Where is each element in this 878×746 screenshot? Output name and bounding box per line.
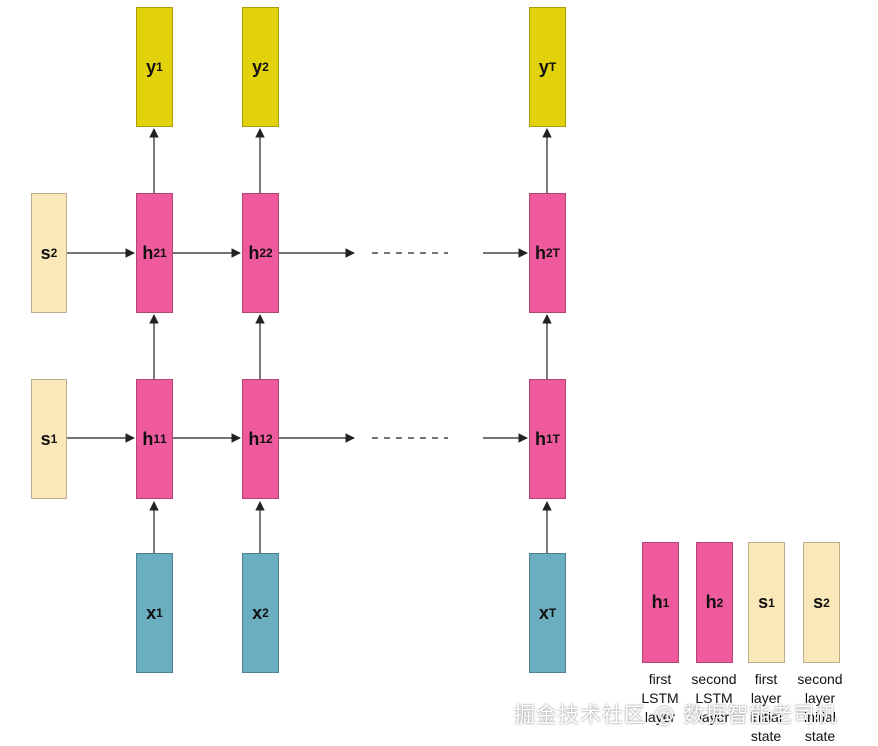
label-base: h [248, 242, 260, 263]
label-base: h [534, 428, 546, 449]
label-base: s [40, 242, 51, 263]
label-sub: 2 [266, 246, 273, 260]
label-base: y [252, 56, 263, 77]
legend-label-h1: first LSTM layer [641, 671, 679, 725]
label-base: x [538, 602, 549, 623]
label-sup: 2 [545, 246, 553, 260]
label-sup: 1 [50, 432, 58, 446]
watermark: 掘金技术社区 @ 数据智能老司机 [514, 703, 838, 727]
label-base: s [40, 428, 51, 449]
label-sub: 2 [262, 606, 269, 620]
legend-label-s2: second layer initial state [797, 671, 843, 744]
label-base: s [758, 592, 769, 612]
label-base: h [651, 592, 663, 612]
label-sub: T [552, 432, 561, 446]
label-base: x [146, 602, 157, 623]
label-base: h [142, 428, 154, 449]
label-sup: 2 [716, 595, 724, 610]
legend-label-h2: second LSTM layer [691, 671, 737, 725]
label-sub: T [548, 606, 557, 620]
label-base: s [813, 592, 824, 612]
label-sub: 2 [262, 60, 269, 74]
label-base: y [538, 56, 549, 77]
label-sub: 2 [266, 432, 273, 446]
label-sup: 2 [823, 595, 830, 610]
label-sup: 2 [153, 246, 160, 260]
label-base: h [142, 242, 154, 263]
label-sub: 1 [160, 432, 167, 446]
label-sub: 1 [156, 606, 163, 620]
label-base: h [248, 428, 260, 449]
label-sup: 1 [662, 595, 670, 610]
label-sup: 2 [259, 246, 266, 260]
label-sub: 1 [160, 246, 167, 260]
label-base: h [705, 592, 717, 612]
label-sub: 1 [156, 60, 163, 74]
label-sup: 2 [50, 246, 58, 260]
label-sub: T [548, 60, 557, 74]
label-sup: 1 [768, 595, 775, 610]
label-base: x [252, 602, 263, 623]
label-sup: 1 [259, 432, 266, 446]
legend-label-s1: first layer initial state [750, 671, 782, 744]
label-base: h [534, 242, 546, 263]
label-sub: T [552, 246, 561, 260]
label-sup: 1 [545, 432, 553, 446]
label-sup: 1 [153, 432, 160, 446]
label-base: y [146, 56, 157, 77]
